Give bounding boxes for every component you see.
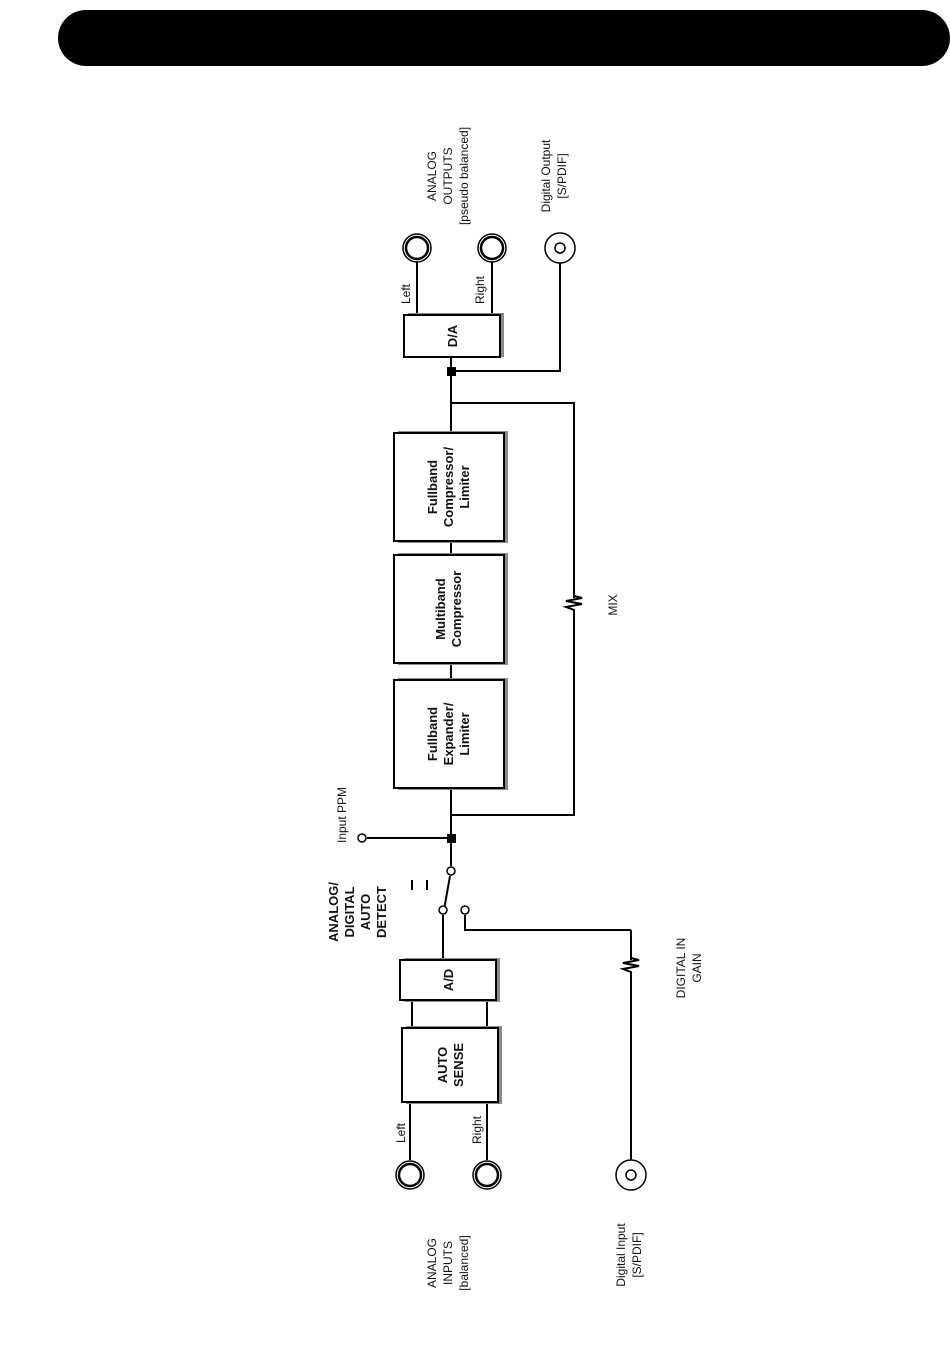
switch-common-contact (447, 867, 455, 875)
digital-input-title-line-1: Digital Input (614, 1223, 628, 1287)
digital-output-rca-jack (545, 233, 575, 263)
fullband-compressor-line-2: Compressor/ (441, 447, 456, 528)
analog-inputs-title-line-3: [balanced] (457, 1235, 471, 1290)
fullband-expander-line-2: Expander/ (441, 702, 456, 765)
digital-input-title-line-2: [S/PDIF] (630, 1232, 644, 1277)
analog-input-right-jack (473, 1161, 501, 1189)
multiband-compressor-line-1: Multiband (433, 578, 448, 639)
digital-in-gain-resistor (623, 958, 639, 975)
fullband-compressor-block: Fullband Compressor/ Limiter (394, 431, 508, 543)
auto-sense-line-2: SENSE (451, 1043, 466, 1087)
digital-output-title-line-2: [S/PDIF] (555, 153, 569, 198)
switch-label-line-2: DIGITAL (342, 886, 357, 937)
digital-input-rca-jack (616, 1160, 646, 1190)
switch-contact-digital (461, 906, 469, 914)
analog-input-left-label: Left (394, 1122, 408, 1143)
fullband-compressor-line-3: Limiter (457, 465, 472, 508)
analog-output-right-jack (478, 234, 506, 262)
mix-label: MIX (606, 594, 620, 615)
switch-label-line-3: AUTO (358, 894, 373, 931)
header-bar (58, 10, 950, 66)
analog-input-left-jack (396, 1161, 424, 1189)
da-block: D/A (404, 313, 504, 357)
analog-output-right-label: Right (473, 275, 487, 304)
analog-output-left-jack (403, 234, 431, 262)
auto-sense-block: AUTO SENSE (402, 1026, 502, 1104)
fullband-compressor-line-1: Fullband (425, 460, 440, 514)
digital-output-title-line-1: Digital Output (539, 139, 553, 212)
ad-block: A/D (400, 958, 500, 1002)
multiband-compressor-line-2: Compressor (449, 571, 464, 648)
auto-sense-line-1: AUTO (435, 1047, 450, 1084)
fullband-expander-line-3: Limiter (457, 712, 472, 755)
analog-outputs-title-line-2: OUTPUTS (441, 147, 455, 204)
analog-inputs-title-line-1: ANALOG (425, 1238, 439, 1288)
digital-in-gain-line-2: GAIN (690, 953, 704, 982)
junction-node-output (447, 367, 456, 376)
fullband-expander-line-1: Fullband (425, 707, 440, 761)
fullband-expander-block: Fullband Expander/ Limiter (394, 678, 508, 790)
analog-outputs-title-line-1: ANALOG (425, 151, 439, 201)
ad-label: A/D (441, 969, 456, 991)
switch-contact-analog (439, 906, 447, 914)
input-ppm-terminal (358, 834, 366, 842)
analog-input-right-label: Right (470, 1115, 484, 1144)
analog-inputs-title-line-2: INPUTS (441, 1241, 455, 1285)
junction-node-input (447, 834, 456, 843)
input-ppm-label: Input PPM (335, 787, 349, 843)
switch-label-line-4: DETECT (374, 886, 389, 938)
switch-label-line-1: ANALOG/ (326, 882, 341, 942)
multiband-compressor-block: Multiband Compressor (394, 553, 508, 665)
digital-in-gain-line-1: DIGITAL IN (674, 938, 688, 999)
analog-output-left-label: Left (399, 283, 413, 304)
da-label: D/A (445, 324, 460, 347)
analog-outputs-title-line-3: [pseudo balanced] (457, 127, 471, 225)
mix-resistor (566, 596, 582, 613)
